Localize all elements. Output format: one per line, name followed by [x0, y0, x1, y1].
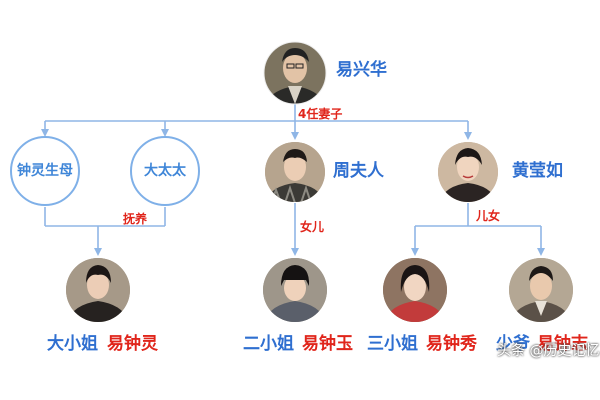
second-daughter-name: 易钟玉	[302, 334, 353, 354]
eldest-daughter-name: 易钟灵	[107, 334, 158, 354]
third-daughter-portrait	[383, 258, 447, 322]
third-daughter-title: 三小姐	[367, 334, 418, 354]
raised-label: 抚养	[123, 212, 148, 226]
young-master-name: 易钟志	[537, 334, 588, 354]
eldest-daughter-portrait	[66, 258, 130, 322]
third-daughter-name: 易钟秀	[426, 334, 477, 354]
father-portrait	[263, 41, 327, 105]
second-daughter-title: 二小姐	[243, 334, 294, 354]
four-wives-label: 4任妻子	[298, 107, 343, 121]
daughter-label: 女儿	[300, 220, 325, 234]
watermark: 头条 @历史记忆	[497, 343, 600, 359]
zhongling-mother-name: 钟灵生母	[17, 163, 73, 179]
huang-portrait	[438, 142, 498, 202]
zhou-wife-portrait	[265, 142, 325, 202]
second-daughter-portrait	[263, 258, 327, 322]
father-name: 易兴华	[336, 60, 387, 80]
first-wife-circle	[130, 136, 200, 206]
zhou-wife-name: 周夫人	[333, 161, 384, 181]
huang-name: 黄莹如	[512, 161, 563, 181]
young-master-title: 少爷	[496, 334, 530, 354]
connectors	[41, 104, 545, 256]
first-wife-name: 大太太	[144, 163, 186, 179]
young-master-portrait	[509, 258, 573, 322]
eldest-daughter-title: 大小姐	[47, 334, 98, 354]
children-label: 儿女	[476, 209, 501, 223]
zhongling-mother-circle	[10, 136, 80, 206]
